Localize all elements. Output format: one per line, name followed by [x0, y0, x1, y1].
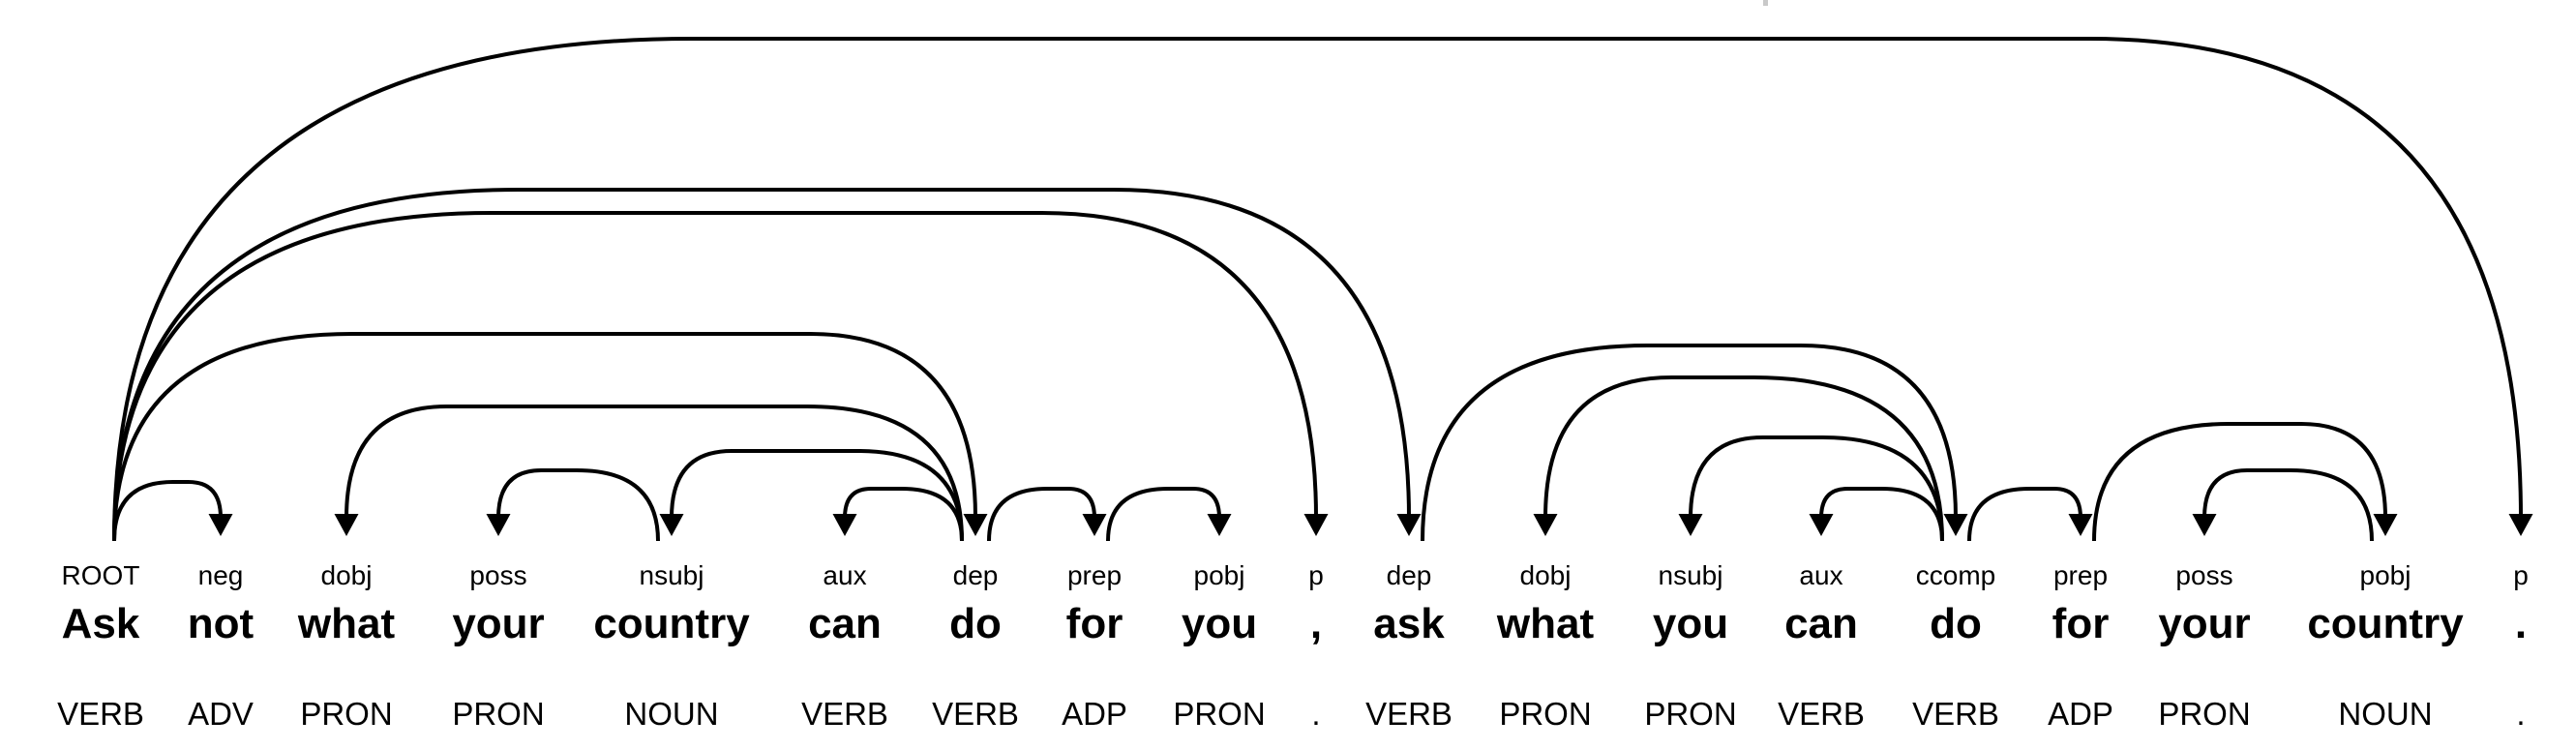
pos-tag-6: VERB: [932, 696, 1019, 732]
pos-tag-15: ADP: [2048, 696, 2113, 732]
token-word-5: can: [808, 600, 882, 647]
dep-relation-label-6: dep: [952, 560, 999, 590]
dep-relation-label-16: poss: [2175, 560, 2233, 590]
arrowhead-icon: [2508, 514, 2533, 536]
dependency-arc-aux-7: [843, 487, 964, 542]
arrowhead-icon: [2068, 514, 2093, 536]
pos-tag-0: VERB: [57, 696, 144, 732]
dep-relation-label-13: aux: [1799, 560, 1843, 590]
dependency-arc-neg-0: [112, 480, 223, 542]
arrowhead-icon: [2373, 514, 2398, 536]
token-word-11: what: [1496, 600, 1595, 647]
arrowhead-icon: [659, 514, 684, 536]
dependency-arc-poss-17: [2202, 468, 2374, 542]
arrowhead-icon: [1678, 514, 1703, 536]
dep-relation-label-10: dep: [1386, 560, 1432, 590]
token-word-7: for: [1065, 600, 1123, 647]
arrowhead-icon: [832, 514, 857, 536]
dep-relation-label-8: pobj: [1193, 560, 1245, 590]
dependency-arc-nsubj-6: [670, 449, 964, 542]
token-word-18: .: [2514, 600, 2528, 647]
dep-relation-label-11: dobj: [1519, 560, 1572, 590]
dep-relation-label-3: poss: [469, 560, 527, 590]
dep-relation-label-9: p: [1308, 560, 1324, 590]
token-word-10: ask: [1373, 600, 1445, 647]
token-word-13: can: [1784, 600, 1858, 647]
top-tick-artifact: [1763, 0, 1768, 6]
pos-tag-14: VERB: [1912, 696, 1999, 732]
token-word-12: you: [1652, 600, 1729, 647]
token-word-2: what: [297, 600, 396, 647]
arrowhead-icon: [2192, 514, 2217, 536]
dependency-arc-pobj-10: [1106, 487, 1221, 542]
arrowhead-icon: [1943, 514, 1968, 536]
token-word-16: your: [2158, 600, 2251, 647]
pos-tag-11: PRON: [1499, 696, 1592, 732]
token-word-9: ,: [1309, 600, 1323, 647]
arrowhead-icon: [963, 514, 988, 536]
pos-tag-9: .: [1311, 696, 1321, 732]
dep-relation-label-0: ROOT: [61, 560, 140, 590]
dep-relation-label-1: neg: [197, 560, 244, 590]
pos-tag-18: .: [2516, 696, 2526, 732]
arrowhead-icon: [1533, 514, 1558, 536]
dependency-arc-prep-15: [1967, 487, 2082, 542]
dep-relation-label-7: prep: [1066, 560, 1123, 590]
dep-relation-label-15: prep: [2052, 560, 2109, 590]
token-word-3: your: [452, 600, 545, 647]
token-word-8: you: [1181, 600, 1258, 647]
arrowhead-icon: [486, 514, 511, 536]
token-word-1: not: [187, 600, 255, 647]
dependency-arc-p-2: [112, 211, 1318, 542]
dependency-arc-nsubj-13: [1689, 435, 1944, 542]
dependency-arc-p-4: [112, 37, 2523, 542]
pos-tag-4: NOUN: [624, 696, 719, 732]
token-word-14: do: [1930, 600, 1982, 647]
dep-relation-label-5: aux: [823, 560, 867, 590]
pos-tag-13: VERB: [1778, 696, 1865, 732]
dep-relation-label-12: nsubj: [1658, 560, 1723, 590]
pos-tag-7: ADP: [1062, 696, 1127, 732]
token-word-0: Ask: [61, 600, 140, 647]
dep-relation-label-17: pobj: [2359, 560, 2411, 590]
arrowhead-icon: [1082, 514, 1107, 536]
pos-tag-3: PRON: [452, 696, 545, 732]
dependency-arc-dep-1: [112, 332, 977, 542]
arrowhead-icon: [208, 514, 233, 536]
dep-relation-label-4: nsubj: [639, 560, 704, 590]
pos-tag-8: PRON: [1173, 696, 1266, 732]
dependency-arc-poss-9: [496, 468, 660, 542]
token-word-17: country: [2307, 600, 2464, 647]
token-word-4: country: [593, 600, 750, 647]
dep-relation-label-14: ccomp: [1915, 560, 1996, 590]
dep-relation-label-2: dobj: [320, 560, 373, 590]
arrowhead-icon: [1396, 514, 1422, 536]
dependency-arc-dobj-5: [344, 405, 964, 542]
arrowhead-icon: [1207, 514, 1232, 536]
arrowhead-icon: [1303, 514, 1329, 536]
token-word-15: for: [2052, 600, 2110, 647]
dependency-arc-dep-3: [112, 188, 1411, 542]
arrowhead-icon: [334, 514, 359, 536]
pos-tag-17: NOUN: [2338, 696, 2433, 732]
token-word-6: do: [949, 600, 1002, 647]
dependency-arc-prep-8: [987, 487, 1096, 542]
dependency-arc-dobj-12: [1543, 375, 1944, 542]
pos-tag-1: ADV: [188, 696, 254, 732]
arrowhead-icon: [1809, 514, 1834, 536]
pos-tag-5: VERB: [801, 696, 888, 732]
dep-relation-label-18: p: [2513, 560, 2529, 590]
pos-tag-16: PRON: [2158, 696, 2251, 732]
pos-tag-12: PRON: [1644, 696, 1737, 732]
pos-tag-10: VERB: [1365, 696, 1453, 732]
dependency-arc-ccomp-11: [1421, 344, 1958, 542]
dependency-arc-aux-14: [1819, 487, 1944, 542]
pos-tag-2: PRON: [300, 696, 393, 732]
dependency-arc-pobj-16: [2092, 422, 2387, 542]
